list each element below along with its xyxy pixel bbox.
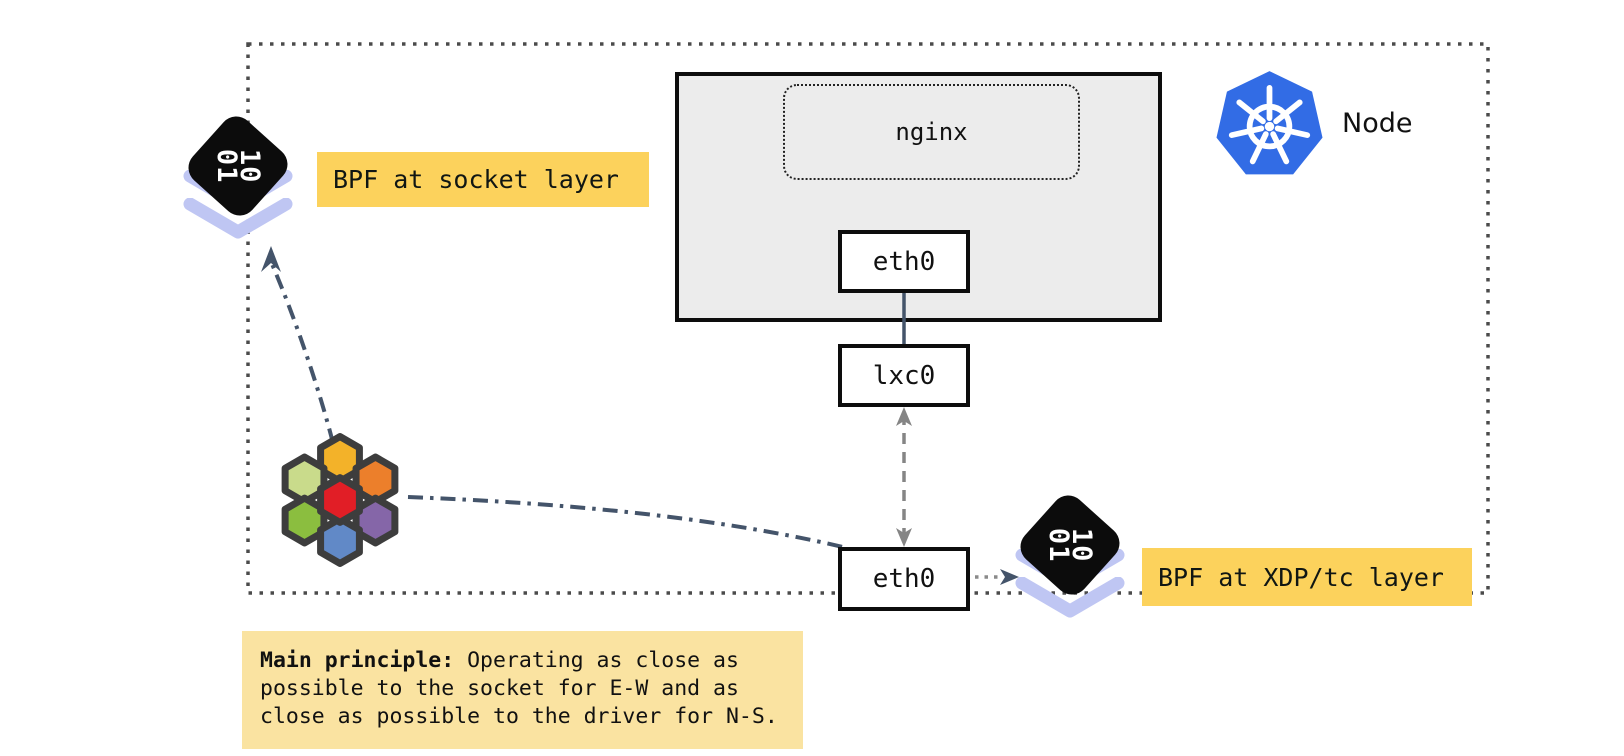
socket-arrowhead (261, 246, 281, 272)
kubernetes-logo-icon (1216, 71, 1323, 175)
nginx-label: nginx (895, 118, 968, 146)
host-eth0-label: eth0 (872, 564, 936, 594)
note-bold-label: Main principle: (260, 648, 455, 673)
pod-eth0-label: eth0 (872, 246, 936, 277)
dashed-arrowhead-up (896, 407, 912, 426)
note-line-3: close as possible to the driver for N-S. (260, 704, 778, 729)
lxc0-label: lxc0 (872, 360, 936, 391)
xdp-layer-annotation: BPF at XDP/tc layer (1142, 548, 1472, 606)
bpf-socket-chip-icon: 10 01 (180, 109, 302, 248)
xdp-layer-text: BPF at XDP/tc layer (1158, 562, 1444, 592)
host-eth0-box: eth0 (838, 547, 970, 611)
socket-layer-text: BPF at socket layer (333, 165, 619, 194)
socket-path-arrow-line (270, 263, 335, 444)
node-label: Node (1342, 108, 1413, 139)
layer-chevron-icon (1015, 577, 1125, 618)
chip-row2: 01 (1042, 527, 1074, 563)
note-line-2: possible to the socket for E-W and as (260, 676, 739, 701)
dashed-arrowhead-down (896, 528, 912, 547)
note-line1-rest: Operating as close as (454, 648, 739, 673)
east-west-line (407, 495, 844, 549)
bpf-xdp-chip-icon: 10 01 (1012, 488, 1134, 627)
note-line-1: Main principle: Operating as close as (260, 647, 785, 675)
xdp-arrowhead (1000, 569, 1019, 585)
nginx-container-box: nginx (783, 84, 1080, 180)
layer-chevron-icon (183, 198, 293, 239)
chip-row2: 01 (210, 148, 242, 184)
hexagon-cluster-icon (281, 433, 399, 567)
socket-layer-annotation: BPF at socket layer (317, 152, 649, 207)
pod-eth0-box: eth0 (838, 230, 970, 293)
lxc0-box: lxc0 (838, 344, 970, 407)
